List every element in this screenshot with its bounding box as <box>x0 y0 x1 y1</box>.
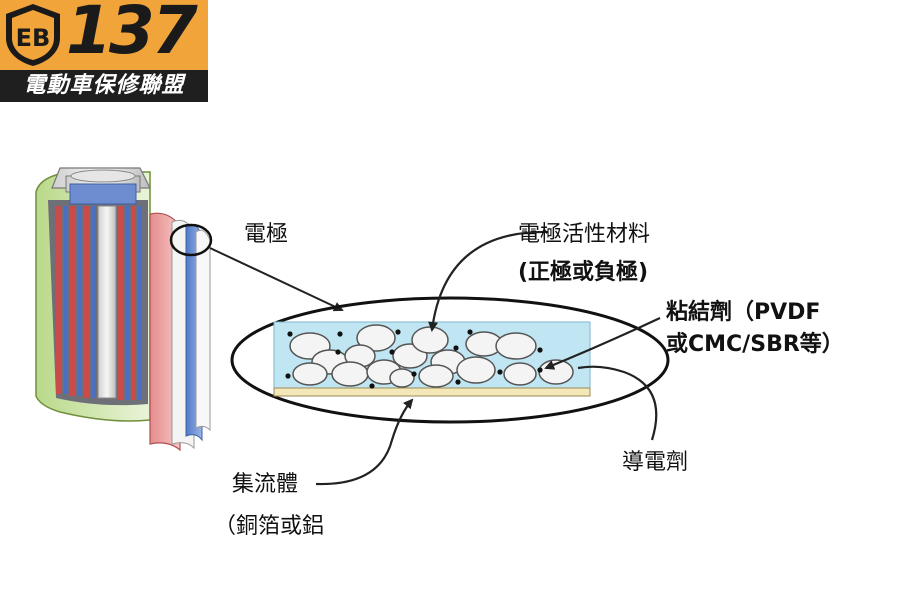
label-electrode: 電極 <box>244 222 289 247</box>
label-conductive-agent: 導電劑 <box>622 450 689 475</box>
current-collector-foil <box>273 387 591 397</box>
label-active-material-sub: (正極或負極) <box>518 260 649 285</box>
logo-subtitle: 電動車保修聯盟 <box>0 70 208 102</box>
current-collector-arrow <box>315 398 414 486</box>
cell-mandrel <box>97 205 117 399</box>
binder-arrow <box>544 317 661 370</box>
label-current-collector-sub: （銅箔或鋁 <box>214 514 325 539</box>
electrode-highlight-circle <box>169 223 213 257</box>
zoom-ellipse <box>230 296 670 424</box>
label-binder-line1: 粘結劑（PVDF <box>666 300 821 325</box>
active-material-arrow <box>428 230 549 332</box>
zoom-leader-arrow <box>209 247 344 312</box>
conductive-agent-arrow <box>577 365 658 441</box>
logo-badge-letters: EB <box>16 24 51 52</box>
active-material-particles <box>289 324 574 388</box>
conductive-agent-dots <box>285 329 543 389</box>
shield-logo-icon: EB <box>6 4 60 66</box>
jellyroll-layers <box>56 206 142 400</box>
logo: EB 137 電動車保修聯盟 <box>0 0 208 102</box>
label-current-collector: 集流體 <box>232 472 299 497</box>
logo-number: 137 <box>66 0 198 69</box>
battery-cell-illustration <box>35 167 213 452</box>
label-binder-line2: 或CMC/SBR等） <box>666 332 844 357</box>
label-active-material: 電極活性材料 <box>518 222 651 247</box>
electrode-cross-section <box>273 321 591 397</box>
